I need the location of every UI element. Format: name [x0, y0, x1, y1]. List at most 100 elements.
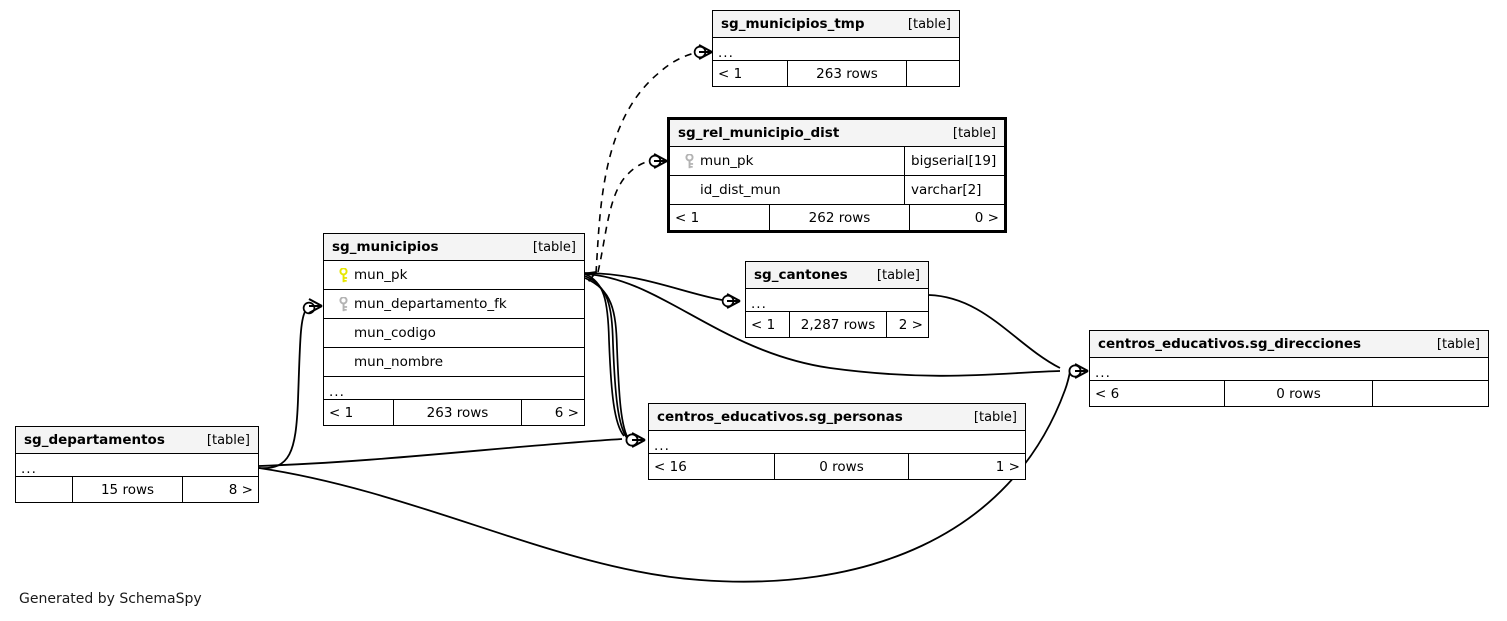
footer-outgoing-count: 6 > — [554, 404, 579, 421]
table-header: sg_departamentos [table] — [16, 427, 258, 454]
column-row[interactable]: mun_nombre — [324, 348, 584, 377]
table-name: sg_departamentos — [24, 432, 165, 448]
table-centros_educativos_sg_personas[interactable]: centros_educativos.sg_personas [table] .… — [648, 403, 1026, 480]
footer-row-count: 0 rows — [1225, 381, 1373, 406]
column-name-cell: mun_departamento_fk — [324, 290, 584, 318]
arrowhead-municipios-dashed-in — [584, 271, 597, 282]
columns-ellipsis: ... — [746, 289, 928, 312]
column-name-cell: id_dist_mun — [670, 176, 905, 204]
edge-endpoint-circle-cantones — [721, 294, 735, 308]
footer-outgoing-count: 8 > — [228, 481, 253, 498]
table-name: centros_educativos.sg_personas — [657, 409, 903, 425]
footer-row-count: 15 rows — [73, 477, 183, 502]
footer-incoming-count: < 1 — [713, 61, 788, 86]
column-row[interactable]: id_dist_mun varchar[2] — [670, 176, 1004, 205]
footer-outgoing-count: 0 > — [974, 209, 999, 226]
footer-incoming-count: < 1 — [324, 400, 394, 425]
edge-endpoint-circle-municipios-fk — [302, 301, 316, 315]
column-row[interactable]: mun_codigo — [324, 319, 584, 348]
edge-municipios-to-personas-b — [584, 275, 628, 439]
column-row[interactable]: mun_pk bigserial[19] — [670, 147, 1004, 176]
column-label: mun_pk — [700, 153, 754, 169]
edge-municipios-to-cantones — [584, 272, 723, 301]
footer-outgoing-count — [1373, 381, 1488, 406]
column-label: mun_nombre — [354, 354, 444, 370]
table-tag: [table] — [876, 267, 920, 283]
edge-endpoint-circle-direcciones — [1068, 364, 1082, 378]
columns-ellipsis: ... — [324, 377, 584, 400]
table-header: sg_municipios [table] — [324, 234, 584, 261]
table-footer: 15 rows 8 > — [16, 477, 258, 502]
column-type: varchar[2] — [911, 182, 982, 198]
column-row[interactable]: mun_departamento_fk — [324, 290, 584, 319]
crowfoot-municipios-tmp — [697, 43, 714, 61]
table-footer: < 1 2,287 rows 2 > — [746, 312, 928, 337]
column-row[interactable]: mun_pk — [324, 261, 584, 290]
table-footer: < 16 0 rows 1 > — [649, 454, 1025, 479]
table-name: sg_municipios_tmp — [721, 16, 865, 32]
table-tag: [table] — [532, 239, 576, 255]
edge-municipios-to-rel-municipio-dist — [597, 160, 651, 273]
footer-incoming-count — [16, 477, 73, 502]
footer-outgoing-count: 1 > — [995, 458, 1020, 475]
column-label: id_dist_mun — [700, 182, 781, 198]
table-name: sg_rel_municipio_dist — [678, 125, 840, 141]
table-tag: [table] — [907, 16, 951, 32]
column-name-cell: mun_pk — [670, 147, 905, 175]
footer-incoming-count: < 16 — [649, 454, 775, 479]
table-tag: [table] — [973, 409, 1017, 425]
edge-endpoint-circle-municipios-tmp — [693, 45, 707, 59]
footer-outgoing-count — [907, 61, 959, 86]
table-footer: < 6 0 rows — [1090, 381, 1488, 406]
table-sg_municipios[interactable]: sg_municipios [table] mun_pk — [323, 233, 585, 426]
footer-row-count: 263 rows — [394, 400, 522, 425]
footer-row-count: 263 rows — [788, 61, 907, 86]
column-name-cell: mun_pk — [324, 261, 584, 289]
columns-ellipsis: ... — [713, 38, 959, 61]
footer-incoming-count: < 1 — [746, 312, 790, 337]
table-tag: [table] — [206, 432, 250, 448]
footer-row-count: 0 rows — [775, 454, 909, 479]
column-type: bigserial[19] — [911, 153, 997, 169]
edge-departamentos-to-personas — [258, 438, 623, 467]
edge-cantones-to-direcciones — [928, 294, 1061, 369]
foreign-key-icon — [332, 296, 354, 312]
crowfoot-municipios-fk — [307, 297, 324, 315]
table-header: sg_cantones [table] — [746, 262, 928, 289]
table-sg_cantones[interactable]: sg_cantones [table] ... < 1 2,287 rows 2… — [745, 261, 929, 338]
footer-incoming-count: < 6 — [1090, 381, 1225, 406]
table-footer: < 1 262 rows 0 > — [670, 205, 1004, 230]
edge-endpoint-circle-rel-municipio-dist — [648, 154, 662, 168]
table-header: centros_educativos.sg_direcciones [table… — [1090, 331, 1488, 358]
column-label: mun_codigo — [354, 325, 436, 341]
footer-row-count: 262 rows — [770, 205, 910, 230]
footer-row-count: 2,287 rows — [790, 312, 887, 337]
crowfoot-direcciones — [1073, 362, 1090, 380]
table-footer: < 1 263 rows 6 > — [324, 400, 584, 425]
table-name: sg_cantones — [754, 267, 848, 283]
edge-municipios-to-personas-c — [584, 277, 630, 441]
table-tag: [table] — [1436, 336, 1480, 352]
table-centros_educativos_sg_direcciones[interactable]: centros_educativos.sg_direcciones [table… — [1089, 330, 1489, 407]
primary-key-icon — [332, 267, 354, 283]
table-header: sg_rel_municipio_dist [table] — [670, 120, 1004, 147]
crowfoot-personas — [630, 431, 647, 449]
crowfoot-rel-municipio-dist — [652, 152, 669, 170]
table-tag: [table] — [952, 125, 996, 141]
table-sg_municipios_tmp[interactable]: sg_municipios_tmp [table] ... < 1 263 ro… — [712, 10, 960, 87]
crowfoot-cantones — [725, 292, 742, 310]
column-name-cell: mun_nombre — [324, 348, 584, 376]
table-sg_rel_municipio_dist[interactable]: sg_rel_municipio_dist [table] mun_pk big… — [667, 117, 1007, 233]
table-name: sg_municipios — [332, 239, 439, 255]
table-footer: < 1 263 rows — [713, 61, 959, 86]
edge-departamentos-to-municipios — [258, 309, 307, 469]
table-name: centros_educativos.sg_direcciones — [1098, 336, 1362, 352]
column-name-cell: mun_codigo — [324, 319, 584, 347]
footer-outgoing-count: 2 > — [898, 316, 923, 333]
columns-ellipsis: ... — [1090, 358, 1488, 381]
table-sg_departamentos[interactable]: sg_departamentos [table] ... 15 rows 8 > — [15, 426, 259, 503]
edge-municipios-to-personas-a — [584, 273, 625, 437]
columns-ellipsis: ... — [649, 431, 1025, 454]
table-header: sg_municipios_tmp [table] — [713, 11, 959, 38]
